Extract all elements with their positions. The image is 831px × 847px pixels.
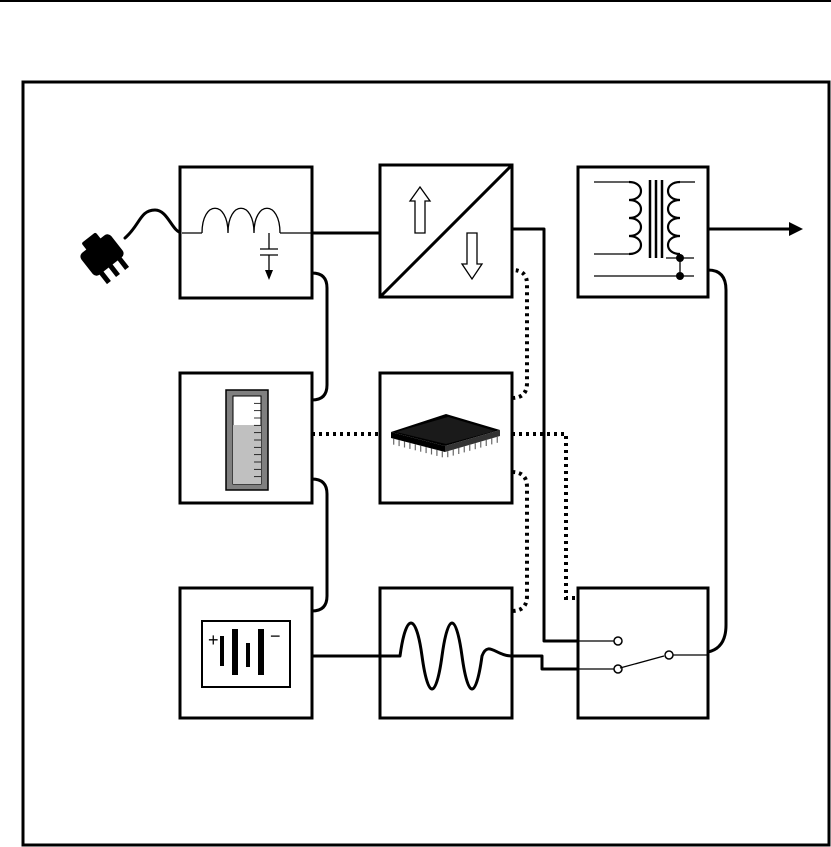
- block-battery: + −: [180, 588, 312, 718]
- block-controller: [380, 373, 512, 503]
- wire-switch-to-transformer: [708, 270, 726, 652]
- signal-controller-to-inverter: [512, 472, 527, 611]
- block-transfer-switch: [578, 588, 708, 718]
- block-inverter: [380, 588, 512, 718]
- signal-controller-to-converter: [512, 270, 527, 398]
- block-battery-meter: [180, 373, 312, 503]
- output-arrow-icon: [789, 222, 803, 236]
- block-transformer: [578, 167, 708, 297]
- block-line-filter: [180, 167, 312, 298]
- charge-level-icon: [226, 390, 268, 490]
- wire-filter-to-meter: [312, 273, 327, 400]
- power-wires: [256, 229, 790, 669]
- battery-minus-sign: −: [270, 626, 281, 646]
- battery-icon: + −: [202, 621, 290, 687]
- power-plug-icon: [73, 210, 182, 287]
- wire-meter-to-battery: [312, 479, 327, 611]
- battery-plus-sign: +: [208, 630, 219, 650]
- block-converter: [380, 165, 512, 297]
